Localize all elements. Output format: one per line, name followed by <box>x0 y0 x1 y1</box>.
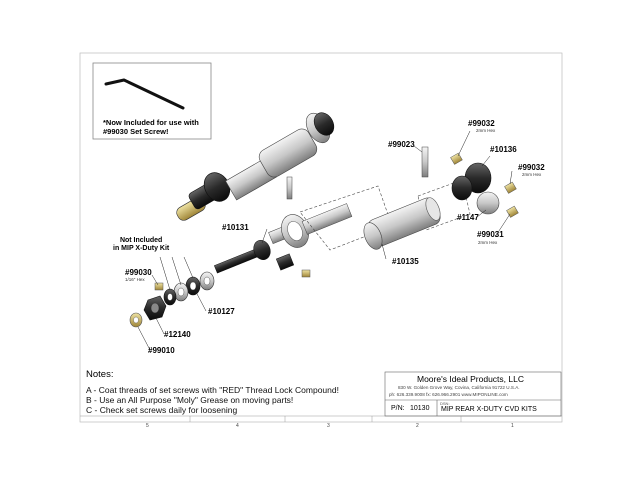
callout-10127: #10127 <box>208 307 235 316</box>
callout-99031-size: 2mm Hex <box>478 240 498 245</box>
pn-value: 10130 <box>410 405 430 412</box>
inset-line-2: #99030 Set Screw! <box>103 127 169 136</box>
hex-key-icon <box>104 78 185 110</box>
zone-label: 5 <box>146 423 149 429</box>
callout-99030-size: 1/16" Hex <box>125 277 145 282</box>
company-address: 830 W. Golden Grove Way, Covina, Califor… <box>398 385 520 390</box>
upper-cvd-assembly <box>176 112 335 221</box>
hex-nut <box>275 253 295 271</box>
set-screw-99023 <box>421 146 429 178</box>
callout-99010: #99010 <box>148 346 175 355</box>
inset-note: *Now Included for use with #99030 Set Sc… <box>103 118 199 136</box>
callout-1147: #1147 <box>457 213 479 222</box>
hex-key-inset <box>92 62 212 140</box>
leader-lines <box>137 130 513 351</box>
assembly-frame <box>299 185 393 251</box>
bearing-stack <box>129 271 215 328</box>
company-name: Moore's Ideal Products, LLC <box>417 374 524 384</box>
notes-title: Notes: <box>86 369 114 380</box>
callout-99032-top: #99032 <box>468 119 495 128</box>
zone-label: 2 <box>416 423 419 429</box>
title-block-frame <box>384 371 562 417</box>
callout-99030: #99030 <box>125 268 152 277</box>
zone-label: 1 <box>511 423 514 429</box>
drawing-title: MIP REAR X-DUTY CVD KITS <box>441 406 537 413</box>
company-contact: ph: 626.339.9008 fx: 626.966.2901 www.MI… <box>389 392 508 397</box>
not-included-line-2: in MIP X-Duty Kit <box>113 245 170 252</box>
note-c: C - Check set screws daily for loosening <box>86 405 238 415</box>
callout-99032-right: #99032 <box>518 163 545 172</box>
axle-10131 <box>213 203 353 274</box>
pin <box>286 176 293 200</box>
callout-10136: #10136 <box>490 145 517 154</box>
dwg-label: DSN: <box>440 401 450 406</box>
not-included-line-1: Not Included <box>119 237 163 244</box>
note-a: A - Coat threads of set screws with "RED… <box>86 385 339 395</box>
callout-99032-top-size: 2mm Hex <box>476 128 496 133</box>
pn-label: P/N: <box>391 405 405 412</box>
coupler-10136 <box>451 162 500 215</box>
zone-label: 3 <box>327 423 330 429</box>
callout-10131: #10131 <box>222 223 249 232</box>
inset-line-1: *Now Included for use with <box>103 118 199 127</box>
zone-ticks <box>189 416 462 422</box>
callout-99031: #99031 <box>477 230 504 239</box>
tube-10135 <box>363 197 441 250</box>
callout-10135: #10135 <box>392 257 419 266</box>
callout-12140: #12140 <box>164 330 191 339</box>
callout-99032-right-size: 2mm Hex <box>522 172 542 177</box>
sheet-border <box>79 52 563 423</box>
note-b: B - Use an All Purpose "Moly" Grease on … <box>86 395 294 405</box>
zone-label: 4 <box>236 423 239 429</box>
not-included-note: Not Included in MIP X-Duty Kit <box>113 237 169 253</box>
callout-99023: #99023 <box>388 140 415 149</box>
